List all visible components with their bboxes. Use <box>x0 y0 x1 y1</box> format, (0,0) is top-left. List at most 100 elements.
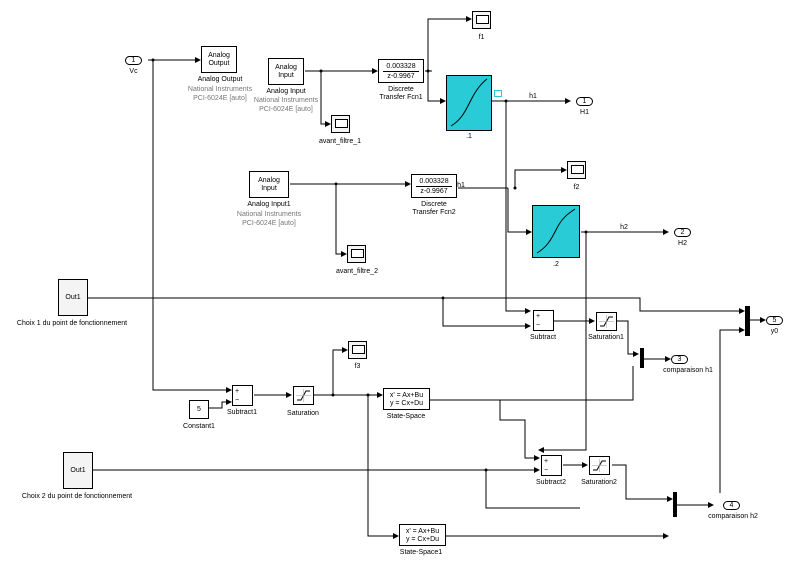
dtf2-fraction-bar <box>416 186 452 187</box>
subtract-plus: + <box>536 313 541 320</box>
scope-screen-icon <box>351 249 364 258</box>
state-space-label: State-Space <box>386 413 426 420</box>
constant1-label: Constant1 <box>183 423 215 430</box>
dtf2-numerator: 0.003328 <box>419 178 449 185</box>
analog-input1-text-1: Analog <box>258 177 280 184</box>
analog-output-device-1: National Instruments <box>187 86 253 93</box>
subtract2-minus: − <box>544 467 549 474</box>
analog-input1-device-1: National Instruments <box>236 211 302 218</box>
comparaison-h2-outport[interactable]: 4 <box>723 501 740 510</box>
state-space-eq-2: y = Cx+Du <box>389 400 424 407</box>
state-space1-eq-2: y = Cx+Du <box>405 536 440 543</box>
signal-h2-label: h2 <box>620 224 628 231</box>
vc-inport[interactable]: 1 <box>125 56 142 65</box>
mux-comparaison-h2[interactable] <box>673 492 677 517</box>
lookup-curve-icon <box>450 78 488 127</box>
mux-y0[interactable] <box>745 306 750 336</box>
dtf1-name-1: Discrete <box>388 86 414 93</box>
comparaison-h1-outport[interactable]: 3 <box>671 355 688 364</box>
saturation-icon <box>296 389 311 402</box>
comparaison-h2-label: comparaison h2 <box>708 513 758 520</box>
choix1-out-label: Out1 <box>65 294 81 301</box>
state-space1-eq-1: x' = Ax+Bu <box>405 528 440 535</box>
scope-f1[interactable] <box>472 11 491 29</box>
saturation1-label: Saturation1 <box>588 334 624 341</box>
analog-input-block[interactable]: Analog Input <box>268 58 304 85</box>
h2-outport-label: H2 <box>678 240 687 247</box>
analog-input-text-2: Input <box>278 72 294 79</box>
dtf1-numerator: 0.003328 <box>386 63 416 70</box>
saturation1-block[interactable] <box>596 312 617 331</box>
subtract-minus: − <box>536 322 541 329</box>
subtract1-block[interactable]: + − <box>232 385 253 406</box>
saturation-block[interactable] <box>293 386 314 405</box>
lookup-1-label: .1 <box>466 133 472 140</box>
lookup-table-2[interactable] <box>532 205 580 258</box>
analog-input-text-1: Analog <box>275 64 297 71</box>
discrete-transfer-fcn2[interactable]: 0.003328 z-0.9967 <box>411 174 457 198</box>
saturation-icon <box>599 315 614 328</box>
subtract-block[interactable]: + − <box>533 310 554 331</box>
scope-f2-label: f2 <box>573 184 580 191</box>
lookup-2-label: .2 <box>553 261 559 268</box>
analog-output-device-2: PCI-6024E [auto] <box>193 95 247 102</box>
choix1-label: Choix 1 du point de fonctionnement <box>16 320 128 327</box>
discrete-transfer-fcn1[interactable]: 0.003328 z-0.9967 <box>378 59 424 83</box>
scope-screen-icon <box>571 165 584 174</box>
y0-outport[interactable]: 5 <box>766 316 783 325</box>
saturation2-block[interactable] <box>589 456 610 475</box>
scope-f3[interactable] <box>348 341 367 359</box>
analog-output-text-2: Output <box>208 60 230 67</box>
saturation-icon <box>592 459 607 472</box>
scope-f2[interactable] <box>567 161 586 179</box>
signal-h1-label: h1 <box>529 93 537 100</box>
lookup-curve-icon <box>536 208 576 254</box>
scope-screen-icon <box>335 119 348 128</box>
mux-comparaison-h1[interactable] <box>640 348 644 368</box>
dtf2-name-2: Transfer Fcn2 <box>412 209 456 216</box>
choix1-subsystem[interactable]: Out1 <box>58 279 88 316</box>
y0-label: y0 <box>770 328 779 335</box>
scope-avant-filtre-2[interactable] <box>347 245 366 263</box>
signal-h1-mid-label: h1 <box>457 182 465 189</box>
analog-output-name: Analog Output <box>197 76 243 83</box>
constant1-value: 5 <box>197 406 201 413</box>
dtf1-denominator: z-0.9967 <box>387 73 415 80</box>
scope-f1-label: f1 <box>478 34 485 41</box>
scope-avant-filtre-2-label: avant_filtre_2 <box>335 268 379 275</box>
analog-input1-block[interactable]: Analog Input <box>249 171 289 198</box>
subtract-label: Subtract <box>529 334 557 341</box>
saturation-label: Saturation <box>287 410 319 417</box>
dtf2-name-1: Discrete <box>421 201 447 208</box>
lookup-table-1[interactable] <box>446 75 492 131</box>
scope-screen-icon <box>352 345 365 354</box>
analog-output-text-1: Analog <box>208 52 230 59</box>
dtf2-denominator: z-0.9967 <box>420 188 448 195</box>
dtf1-name-2: Transfer Fcn1 <box>379 94 423 101</box>
signal-log-icon <box>494 90 502 97</box>
analog-input1-name: Analog Input1 <box>247 201 291 208</box>
analog-input-device-1: National Instruments <box>253 97 319 104</box>
h1-outport[interactable]: 1 <box>576 97 593 106</box>
scope-f3-label: f3 <box>354 363 361 370</box>
analog-input1-device-2: PCI-6024E [auto] <box>242 220 296 227</box>
scope-avant-filtre-1-label: avant_filtre_1 <box>318 138 362 145</box>
choix2-subsystem[interactable]: Out1 <box>63 452 93 489</box>
scope-avant-filtre-1[interactable] <box>331 115 350 133</box>
analog-input-name: Analog Input <box>266 88 306 95</box>
h1-outport-label: H1 <box>580 109 589 116</box>
subtract2-label: Subtract2 <box>536 479 566 486</box>
scope-screen-icon <box>476 15 489 24</box>
subtract1-label: Subtract1 <box>227 409 257 416</box>
analog-input1-text-2: Input <box>261 185 277 192</box>
state-space1-block[interactable]: x' = Ax+Bu y = Cx+Du <box>399 524 446 546</box>
subtract2-block[interactable]: + − <box>541 455 562 476</box>
constant1-block[interactable]: 5 <box>189 400 209 419</box>
subtract1-plus: + <box>235 388 240 395</box>
state-space-block[interactable]: x' = Ax+Bu y = Cx+Du <box>383 388 430 410</box>
vc-label: Vc <box>129 68 138 75</box>
h2-outport[interactable]: 2 <box>674 228 691 237</box>
saturation2-label: Saturation2 <box>581 479 617 486</box>
analog-output-block[interactable]: Analog Output <box>201 46 237 73</box>
